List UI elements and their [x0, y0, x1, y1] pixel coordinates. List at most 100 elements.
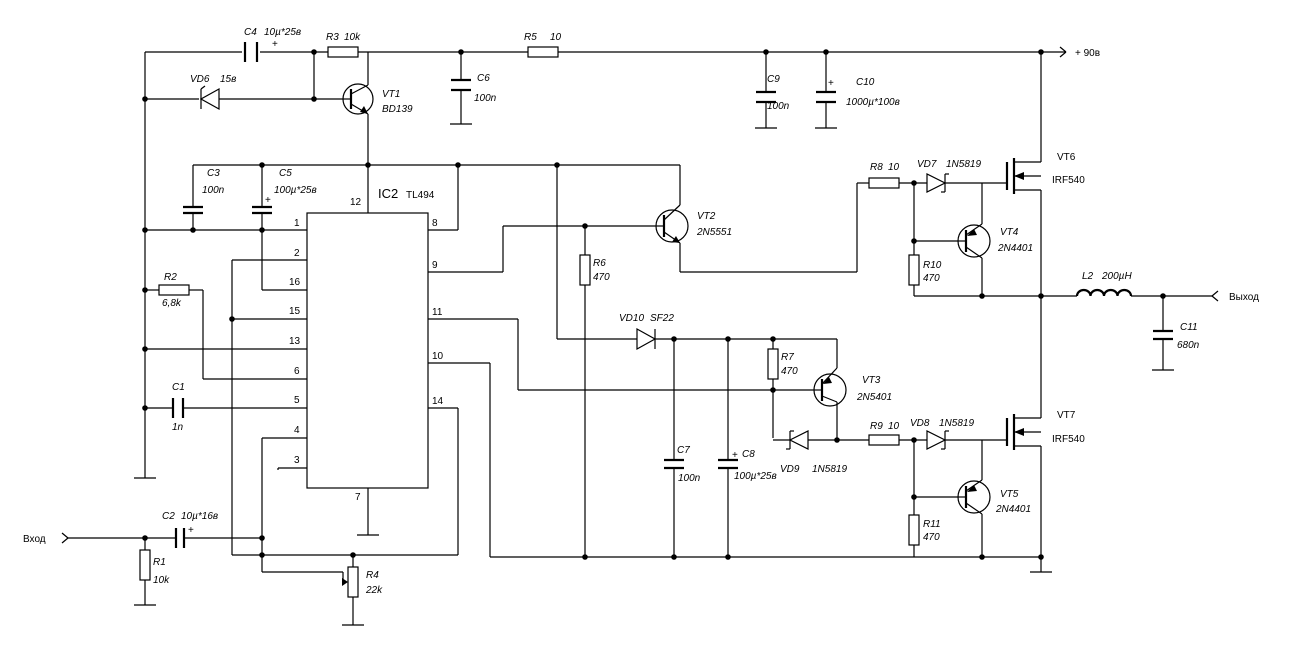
svg-text:R6: R6	[593, 258, 606, 269]
transistor-vt2: VT2 2N5551	[655, 204, 732, 244]
ic2-pin-9: 9	[432, 260, 438, 271]
input-terminal: Вход	[23, 532, 69, 545]
svg-text:10k: 10k	[344, 32, 361, 43]
ic2-tl494: IC2 TL494 1 2 16 15 13 6 5 4 3 12 7 8 9 …	[289, 186, 444, 503]
svg-text:C2: C2	[162, 511, 175, 522]
capacitor-c5: + C5 100µ*25в	[252, 168, 317, 215]
svg-text:VD8: VD8	[910, 418, 930, 429]
svg-text:10k: 10k	[153, 575, 170, 586]
svg-text:R2: R2	[164, 272, 177, 283]
svg-text:C9: C9	[767, 74, 780, 85]
capacitor-c2: + C2 10µ*16в	[162, 511, 218, 548]
svg-text:10µ*25в: 10µ*25в	[264, 27, 301, 38]
svg-text:+: +	[272, 39, 278, 50]
resistor-r8: R8 10	[868, 162, 900, 189]
diode-vd7: VD7 1N5819	[917, 159, 981, 193]
resistor-r10: R10 470	[908, 254, 942, 286]
resistor-r11: R11 470	[908, 514, 941, 546]
svg-text:680n: 680n	[1177, 340, 1200, 351]
resistor-r1: R1 10k	[139, 549, 170, 586]
svg-text:2N5401: 2N5401	[856, 392, 892, 403]
svg-text:R9: R9	[870, 421, 883, 432]
svg-text:C4: C4	[244, 27, 257, 38]
svg-text:+ 90в: + 90в	[1075, 48, 1100, 59]
resistor-r6: R6 470	[579, 254, 610, 286]
svg-text:1n: 1n	[172, 422, 184, 433]
svg-text:+: +	[188, 525, 194, 536]
svg-text:VT1: VT1	[382, 89, 400, 100]
svg-text:100n: 100n	[767, 101, 790, 112]
svg-text:1N5819: 1N5819	[939, 418, 974, 429]
svg-text:R1: R1	[153, 557, 166, 568]
svg-text:+: +	[828, 78, 834, 89]
supply-terminal: + 90в	[1059, 46, 1100, 59]
svg-text:1N5819: 1N5819	[946, 159, 981, 170]
svg-text:C11: C11	[1180, 322, 1198, 333]
ic2-pin-2: 2	[294, 248, 300, 259]
capacitor-c3: C3 100n	[183, 168, 225, 215]
capacitor-c6: C6 100n	[451, 73, 497, 104]
svg-text:VT4: VT4	[1000, 227, 1019, 238]
svg-text:VT7: VT7	[1057, 410, 1076, 421]
capacitor-c9: C9 100n	[756, 74, 790, 112]
svg-text:R5: R5	[524, 32, 537, 43]
svg-text:100n: 100n	[678, 473, 701, 484]
svg-text:R11: R11	[923, 519, 941, 530]
wires	[68, 51, 1212, 626]
transistor-vt1: VT1 BD139	[342, 83, 413, 115]
ic2-pin-5: 5	[294, 395, 300, 406]
ic2-pin-4: 4	[294, 425, 300, 436]
svg-text:C7: C7	[677, 445, 690, 456]
svg-text:C10: C10	[856, 77, 875, 88]
mosfet-vt6: VT6 IRF540	[1005, 152, 1085, 194]
svg-text:100n: 100n	[474, 93, 497, 104]
svg-text:Вход: Вход	[23, 534, 46, 545]
svg-text:22k: 22k	[365, 585, 383, 596]
svg-text:R8: R8	[870, 162, 883, 173]
svg-text:Выход: Выход	[1229, 292, 1259, 303]
svg-text:C5: C5	[279, 168, 292, 179]
transistor-vt5: VT5 2N4401	[957, 479, 1031, 515]
svg-text:470: 470	[781, 366, 798, 377]
resistor-r7: R7 470	[767, 348, 798, 380]
svg-text:10µ*16в: 10µ*16в	[181, 511, 218, 522]
svg-text:C8: C8	[742, 449, 755, 460]
capacitor-c7: C7 100n	[664, 445, 701, 484]
svg-text:IRF540: IRF540	[1052, 175, 1085, 186]
svg-text:VD6: VD6	[190, 74, 210, 85]
svg-text:BD139: BD139	[382, 104, 413, 115]
svg-text:200µH: 200µH	[1101, 271, 1132, 282]
ic2-pin-15: 15	[289, 306, 301, 317]
svg-text:2N4401: 2N4401	[995, 504, 1031, 515]
ic2-pin-1: 1	[294, 218, 300, 229]
svg-text:VD9: VD9	[780, 464, 800, 475]
junctions	[142, 49, 1166, 560]
svg-text:470: 470	[923, 532, 940, 543]
resistor-r2: R2 6,8k	[158, 272, 190, 309]
svg-text:R10: R10	[923, 260, 942, 271]
svg-text:470: 470	[923, 273, 940, 284]
svg-text:10: 10	[888, 421, 900, 432]
svg-text:100µ*25в: 100µ*25в	[734, 471, 777, 482]
capacitor-c4: + C4 10µ*25в	[243, 27, 301, 62]
svg-text:10: 10	[550, 32, 562, 43]
ic2-pin-13: 13	[289, 336, 301, 347]
svg-text:R7: R7	[781, 352, 794, 363]
svg-text:C3: C3	[207, 168, 220, 179]
svg-text:15в: 15в	[220, 74, 236, 85]
ic2-pin-8: 8	[432, 218, 438, 229]
svg-text:100µ*25в: 100µ*25в	[274, 185, 317, 196]
svg-text:2N5551: 2N5551	[696, 227, 732, 238]
resistor-r9: R9 10	[868, 421, 900, 446]
diode-vd9: VD9 1N5819	[780, 430, 847, 475]
ic2-pin-11: 11	[432, 307, 443, 318]
resistor-r3: R3 10k	[326, 32, 361, 58]
capacitor-c11: C11 680n	[1153, 322, 1200, 351]
diode-vd6: VD6 15в	[190, 74, 236, 111]
svg-text:100n: 100n	[202, 185, 225, 196]
svg-text:R3: R3	[326, 32, 339, 43]
svg-text:10: 10	[888, 162, 900, 173]
ic2-part: TL494	[406, 190, 435, 201]
ic2-pin-6: 6	[294, 366, 300, 377]
